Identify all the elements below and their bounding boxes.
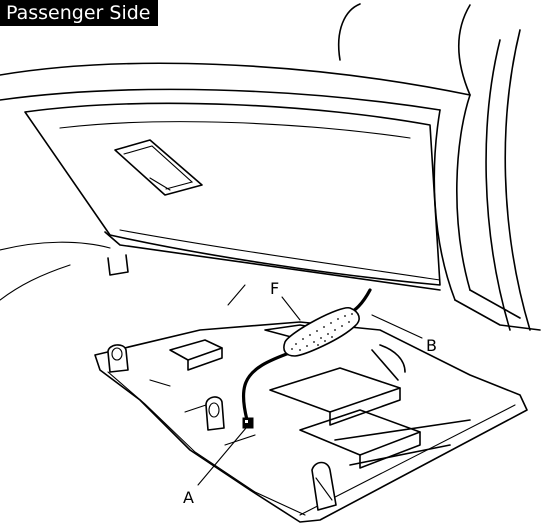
connector-a (242, 417, 254, 429)
leader-f (281, 296, 301, 321)
foam-sleeve-f (283, 307, 360, 357)
leader-a (197, 427, 247, 486)
glove-box (24, 102, 441, 291)
leader-b (371, 314, 423, 339)
callout-b: B (426, 336, 437, 355)
glove-box-handle (114, 139, 203, 196)
tray-compartments (149, 324, 471, 469)
leader-lines (197, 296, 423, 486)
tray-tabs (107, 344, 337, 511)
callout-a: A (183, 488, 194, 507)
dashboard-panel (0, 3, 541, 331)
lower-trim (0, 241, 246, 306)
passenger-side-label: Passenger Side (0, 0, 159, 26)
callout-f: F (270, 279, 279, 298)
